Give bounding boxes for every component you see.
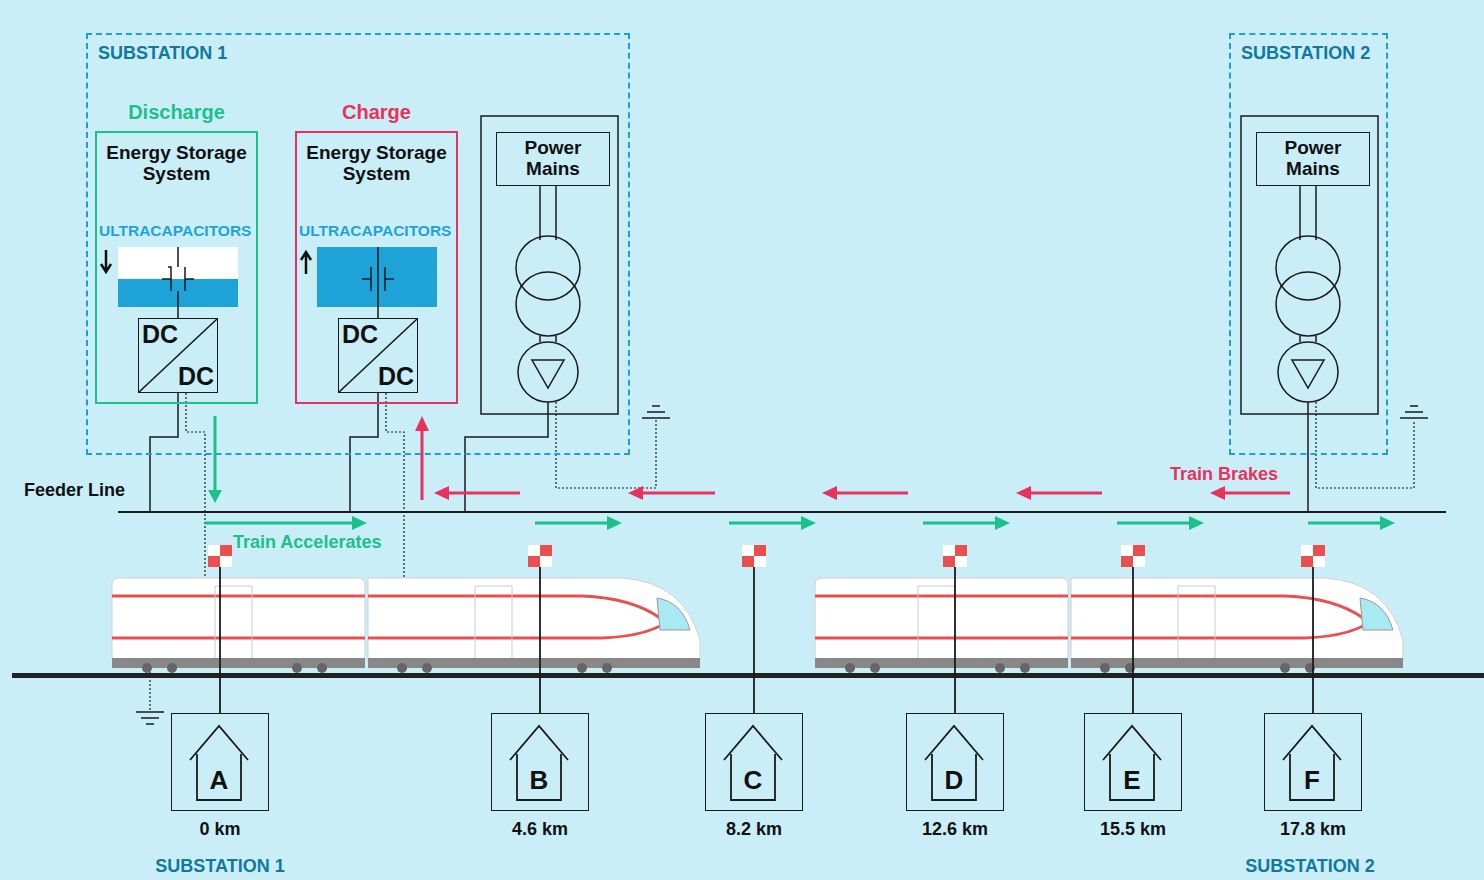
node-text: DC	[178, 363, 214, 391]
flag-check	[1133, 545, 1145, 556]
flag	[528, 545, 552, 567]
flag	[1301, 545, 1325, 567]
flag-check	[208, 556, 220, 567]
pole	[753, 545, 755, 713]
pole	[219, 545, 221, 713]
flag	[742, 545, 766, 567]
station-box: F	[1264, 713, 1362, 811]
station-box: C	[705, 713, 803, 811]
house-icon	[907, 714, 1002, 809]
station-box: D	[906, 713, 1004, 811]
station-box: A	[171, 713, 269, 811]
flag-check	[528, 556, 540, 567]
node-text: DC	[142, 321, 178, 349]
node-text: Discharge	[97, 101, 256, 123]
node-text: Charge	[297, 101, 456, 123]
storage-box: ChargeEnergy Storage SystemDCDC	[295, 131, 458, 404]
flag	[208, 545, 232, 567]
node-text: D	[932, 766, 976, 795]
station-box: B	[491, 713, 589, 811]
power-mains-box: Power Mains	[496, 132, 610, 186]
node-text: A	[197, 766, 241, 795]
storage-box: DischargeEnergy Storage SystemDCDC	[95, 131, 258, 404]
flag-check	[955, 545, 967, 556]
house-icon	[1085, 714, 1180, 809]
label: Train Accelerates	[233, 532, 381, 553]
label: ULTRACAPACITORS	[299, 222, 451, 240]
label: 4.6 km	[480, 819, 600, 840]
node-text: SUBSTATION 1	[98, 44, 227, 64]
flag-check	[754, 545, 766, 556]
house-icon	[1265, 714, 1360, 809]
label: SUBSTATION 2	[1210, 856, 1410, 877]
node-text: Power Mains	[1257, 138, 1369, 180]
node-text: DC	[342, 321, 378, 349]
station-box: E	[1084, 713, 1182, 811]
flag-check	[943, 556, 955, 567]
node-text: SUBSTATION 2	[1241, 44, 1370, 64]
label: SUBSTATION 1	[120, 856, 320, 877]
label: 15.5 km	[1073, 819, 1193, 840]
label: Train Brakes	[1170, 464, 1278, 485]
label: ULTRACAPACITORS	[99, 222, 251, 240]
flag-check	[220, 545, 232, 556]
pole	[954, 545, 956, 713]
dcdc-converter: DCDC	[138, 318, 218, 393]
label: 17.8 km	[1253, 819, 1373, 840]
node-text: DC	[378, 363, 414, 391]
flag-check	[1121, 556, 1133, 567]
label: 12.6 km	[895, 819, 1015, 840]
node-text: F	[1290, 766, 1334, 795]
node-text: Energy Storage System	[305, 143, 448, 185]
node-text: B	[517, 766, 561, 795]
substation-region: SUBSTATION 2 Power Mains	[1229, 33, 1388, 455]
pole	[1312, 545, 1314, 713]
substation-region: SUBSTATION 1 DischargeEnergy Storage Syst…	[86, 33, 630, 455]
label: 8.2 km	[694, 819, 814, 840]
pole	[1132, 545, 1134, 713]
flag-check	[1301, 556, 1313, 567]
node-text: Energy Storage System	[105, 143, 248, 185]
flag-check	[1313, 545, 1325, 556]
house-icon	[492, 714, 587, 809]
house-icon	[706, 714, 801, 809]
pole	[539, 545, 541, 713]
label: 0 km	[160, 819, 280, 840]
label: Feeder Line	[24, 480, 125, 501]
flag	[1121, 545, 1145, 567]
node-text: C	[731, 766, 775, 795]
flag-check	[742, 556, 754, 567]
flag	[943, 545, 967, 567]
node-text: E	[1110, 766, 1154, 795]
dcdc-converter: DCDC	[338, 318, 418, 393]
house-icon	[172, 714, 267, 809]
node-text: Power Mains	[497, 138, 609, 180]
flag-check	[540, 545, 552, 556]
power-mains-box: Power Mains	[1256, 132, 1370, 186]
